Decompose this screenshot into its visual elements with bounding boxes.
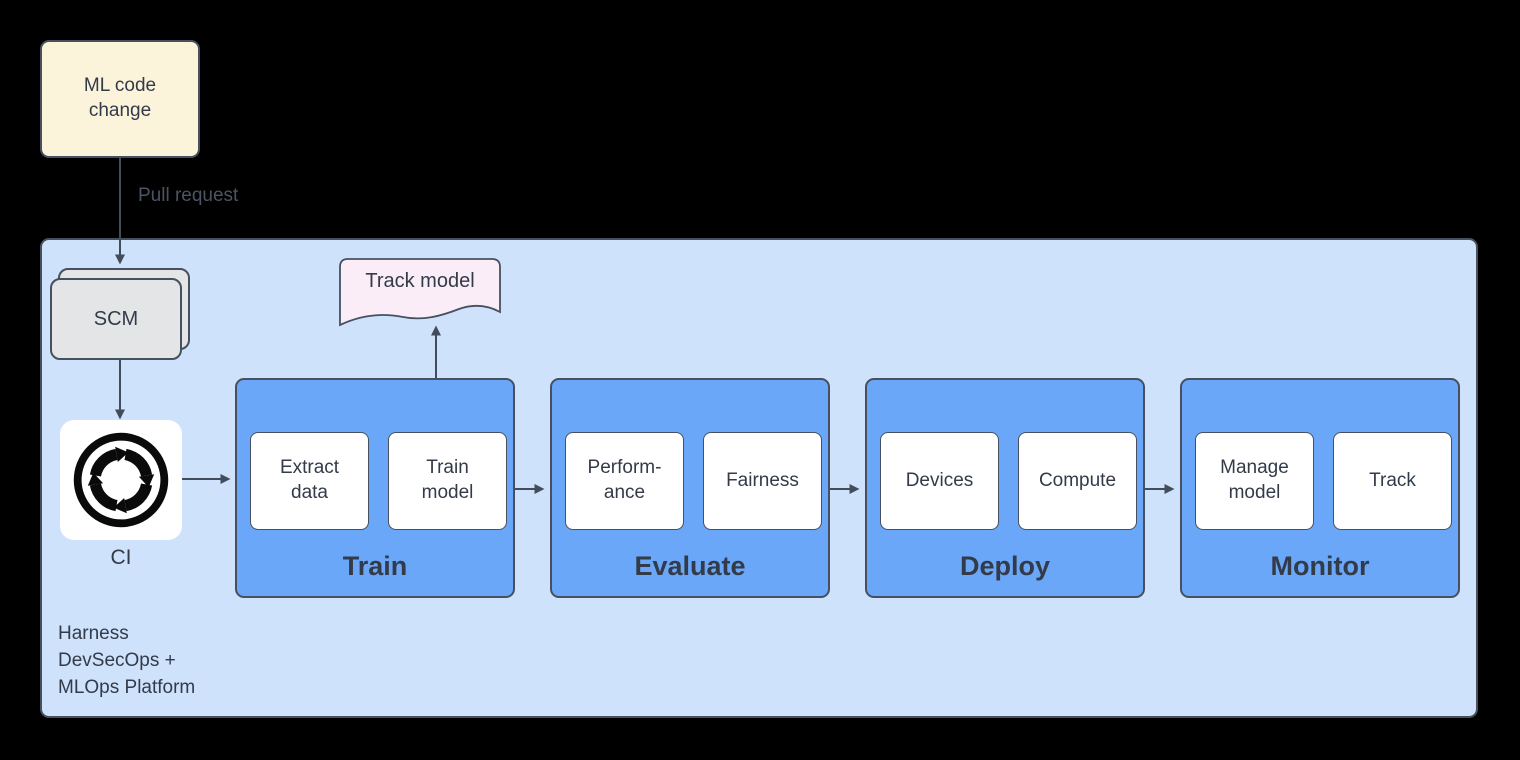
scm-label: SCM xyxy=(93,307,139,330)
stage-item: Extract data xyxy=(250,432,369,530)
stage-item: Fairness xyxy=(703,432,822,530)
stage-deploy: Devices Compute Deploy xyxy=(865,378,1145,598)
stage-item: Devices xyxy=(880,432,999,530)
stage-train: Extract data Train model Train xyxy=(235,378,515,598)
node-ml-code-change: ML code change xyxy=(40,40,200,158)
stage-item: Track xyxy=(1333,432,1452,530)
stage-label-evaluate: Evaluate xyxy=(634,551,746,581)
ci-cycle-icon xyxy=(73,432,169,528)
stage-label-train: Train xyxy=(342,551,408,581)
stage-item: Manage model xyxy=(1195,432,1314,530)
stage-label-monitor: Monitor xyxy=(1270,551,1370,581)
track-model-label: Track model xyxy=(365,270,475,292)
document-shape xyxy=(339,258,501,327)
node-track-model: Track model xyxy=(339,258,501,338)
platform-caption: Harness DevSecOps + MLOps Platform xyxy=(58,623,196,698)
stage-item: Compute xyxy=(1018,432,1137,530)
ml-code-change-label: ML code change xyxy=(83,75,157,121)
stage-label-deploy: Deploy xyxy=(959,551,1051,581)
scm-box-front: SCM xyxy=(50,278,182,360)
pull-request-label: Pull request xyxy=(138,185,239,206)
stage-item: Perform- ance xyxy=(565,432,684,530)
ci-label: CI xyxy=(110,546,132,569)
stage-monitor: Manage model Track Monitor xyxy=(1180,378,1460,598)
stage-item: Train model xyxy=(388,432,507,530)
stage-evaluate: Perform- ance Fairness Evaluate xyxy=(550,378,830,598)
ci-tile xyxy=(60,420,182,540)
